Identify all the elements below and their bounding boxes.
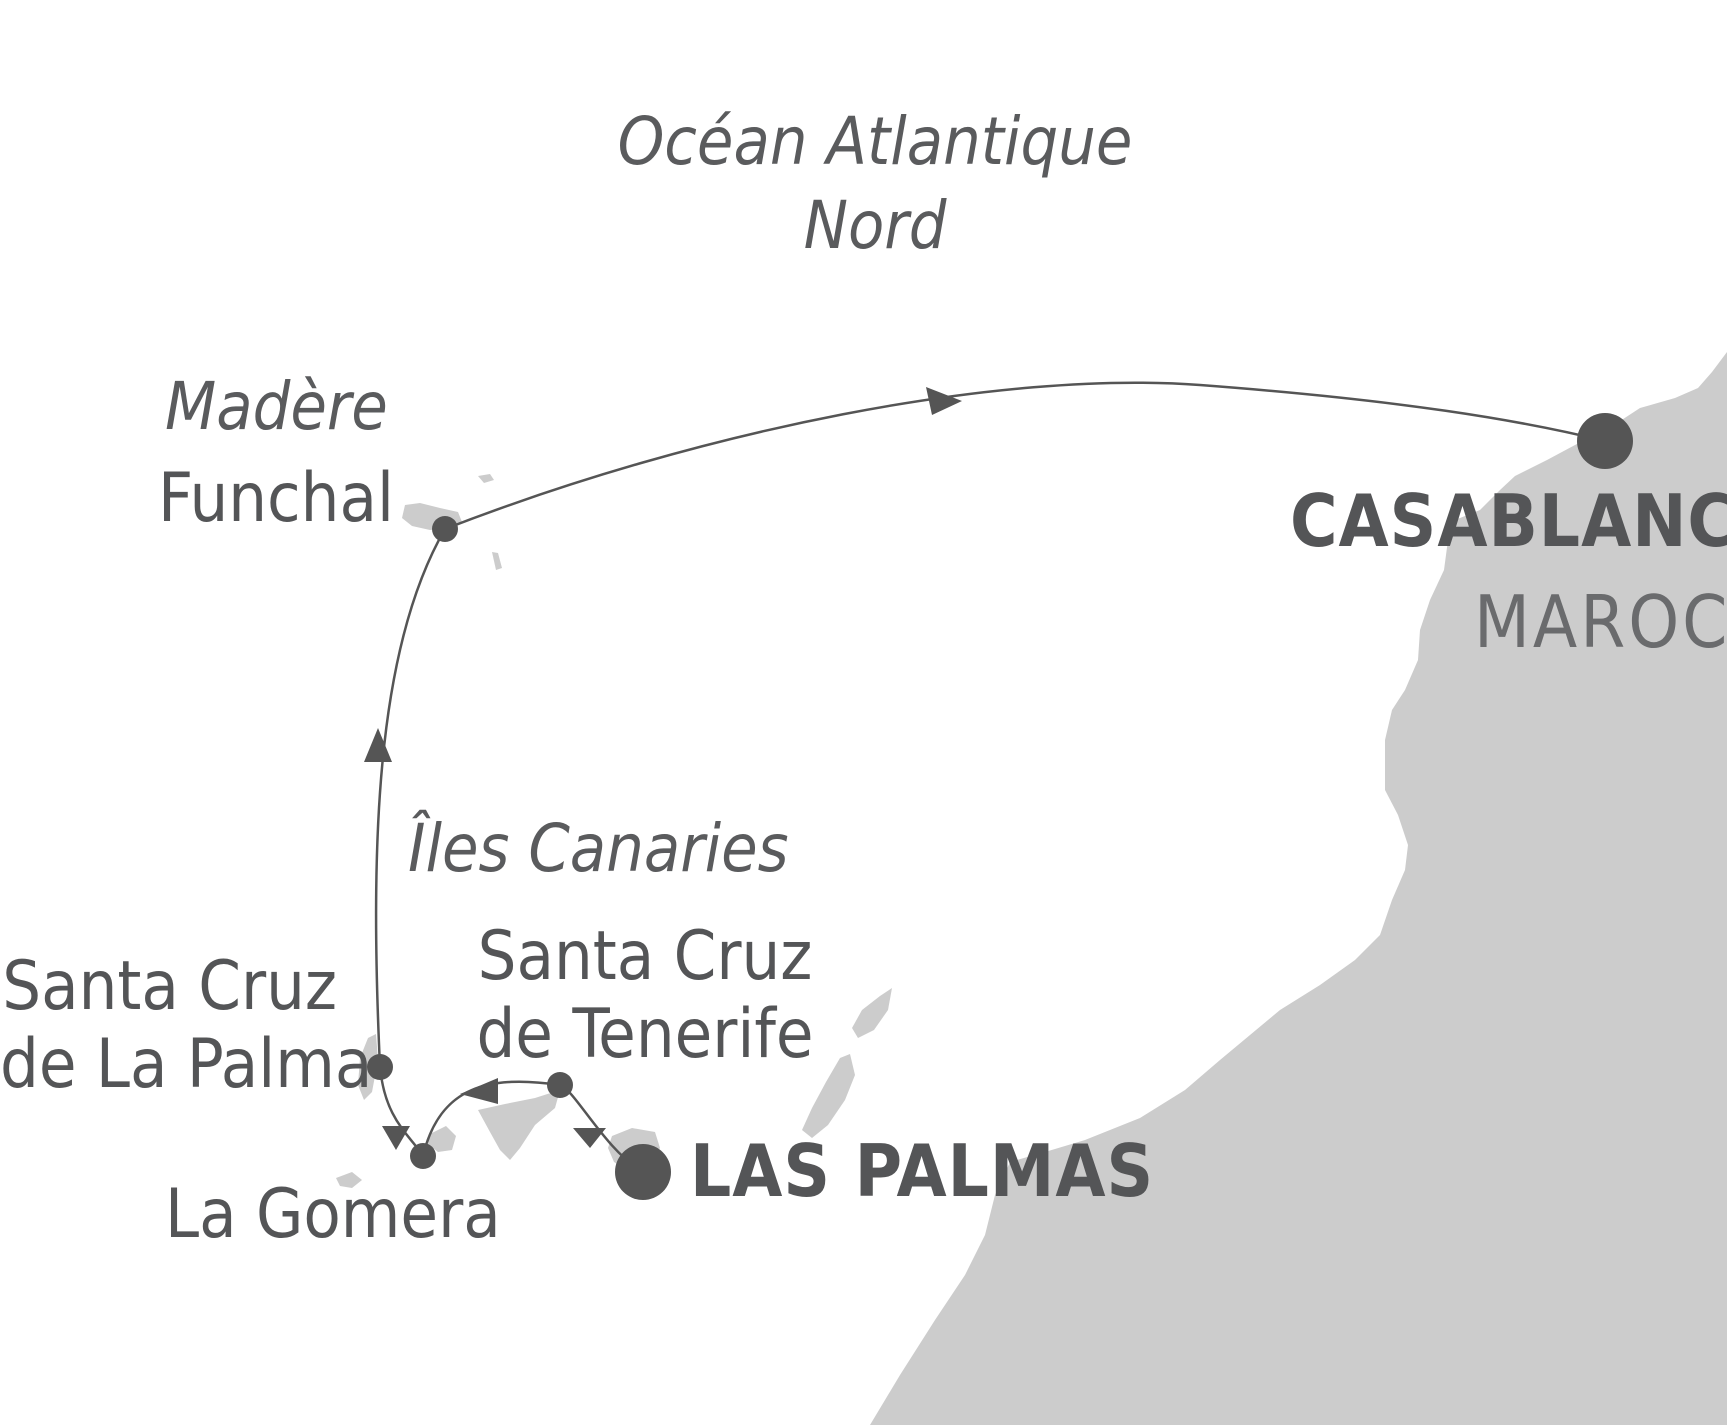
tenerife-island bbox=[478, 1090, 560, 1160]
port-label-la-palma-line2: de La Palma bbox=[0, 1025, 373, 1104]
country-label-morocco: MAROC bbox=[1474, 580, 1727, 664]
ocean-label: Océan Atlantique Nord bbox=[560, 100, 1190, 268]
la-gomera-island bbox=[428, 1126, 456, 1152]
port-label-casablanca: CASABLANCA bbox=[1290, 479, 1727, 563]
port-label-funchal: Funchal bbox=[158, 459, 394, 538]
ocean-label-line2: Nord bbox=[803, 187, 947, 264]
port-marker-la-palma bbox=[367, 1054, 393, 1080]
route-arrow-icon bbox=[364, 728, 392, 762]
el-hierro-island bbox=[336, 1172, 362, 1188]
porto-santo-island bbox=[478, 474, 494, 483]
madeira-region-label: Madère bbox=[165, 368, 388, 445]
route-arrow-icon bbox=[460, 1078, 498, 1104]
route-la-gomera-la-palma bbox=[378, 1066, 425, 1157]
fuerteventura-island bbox=[802, 1054, 855, 1138]
port-marker-casablanca bbox=[1577, 413, 1633, 469]
port-label-santa-cruz-la-palma: Santa Cruz de La Palma bbox=[0, 947, 373, 1104]
route-arrow-icon bbox=[573, 1128, 606, 1148]
morocco-land bbox=[870, 352, 1727, 1425]
route-arrow-icon bbox=[926, 387, 962, 415]
port-label-tenerife-line1: Santa Cruz bbox=[477, 917, 813, 996]
port-marker-las-palmas bbox=[615, 1144, 671, 1200]
port-marker-la-gomera bbox=[410, 1143, 436, 1169]
ocean-label-line1: Océan Atlantique bbox=[617, 103, 1133, 180]
port-label-las-palmas: LAS PALMAS bbox=[690, 1129, 1155, 1213]
port-label-tenerife-line2: de Tenerife bbox=[476, 995, 814, 1074]
port-label-santa-cruz-tenerife: Santa Cruz de Tenerife bbox=[470, 918, 820, 1074]
canaries-region-label: Îles Canaries bbox=[408, 810, 789, 887]
route-arrow-icon bbox=[382, 1126, 410, 1150]
port-label-la-gomera: La Gomera bbox=[165, 1175, 501, 1254]
route-la-palma-funchal bbox=[374, 528, 447, 1068]
port-label-la-palma-line1: Santa Cruz bbox=[2, 947, 337, 1026]
route-funchal-casablanca bbox=[444, 381, 1606, 531]
desertas-island bbox=[492, 552, 502, 570]
lanzarote-island bbox=[852, 988, 892, 1038]
port-marker-funchal bbox=[432, 516, 458, 542]
port-marker-tenerife bbox=[547, 1072, 573, 1098]
